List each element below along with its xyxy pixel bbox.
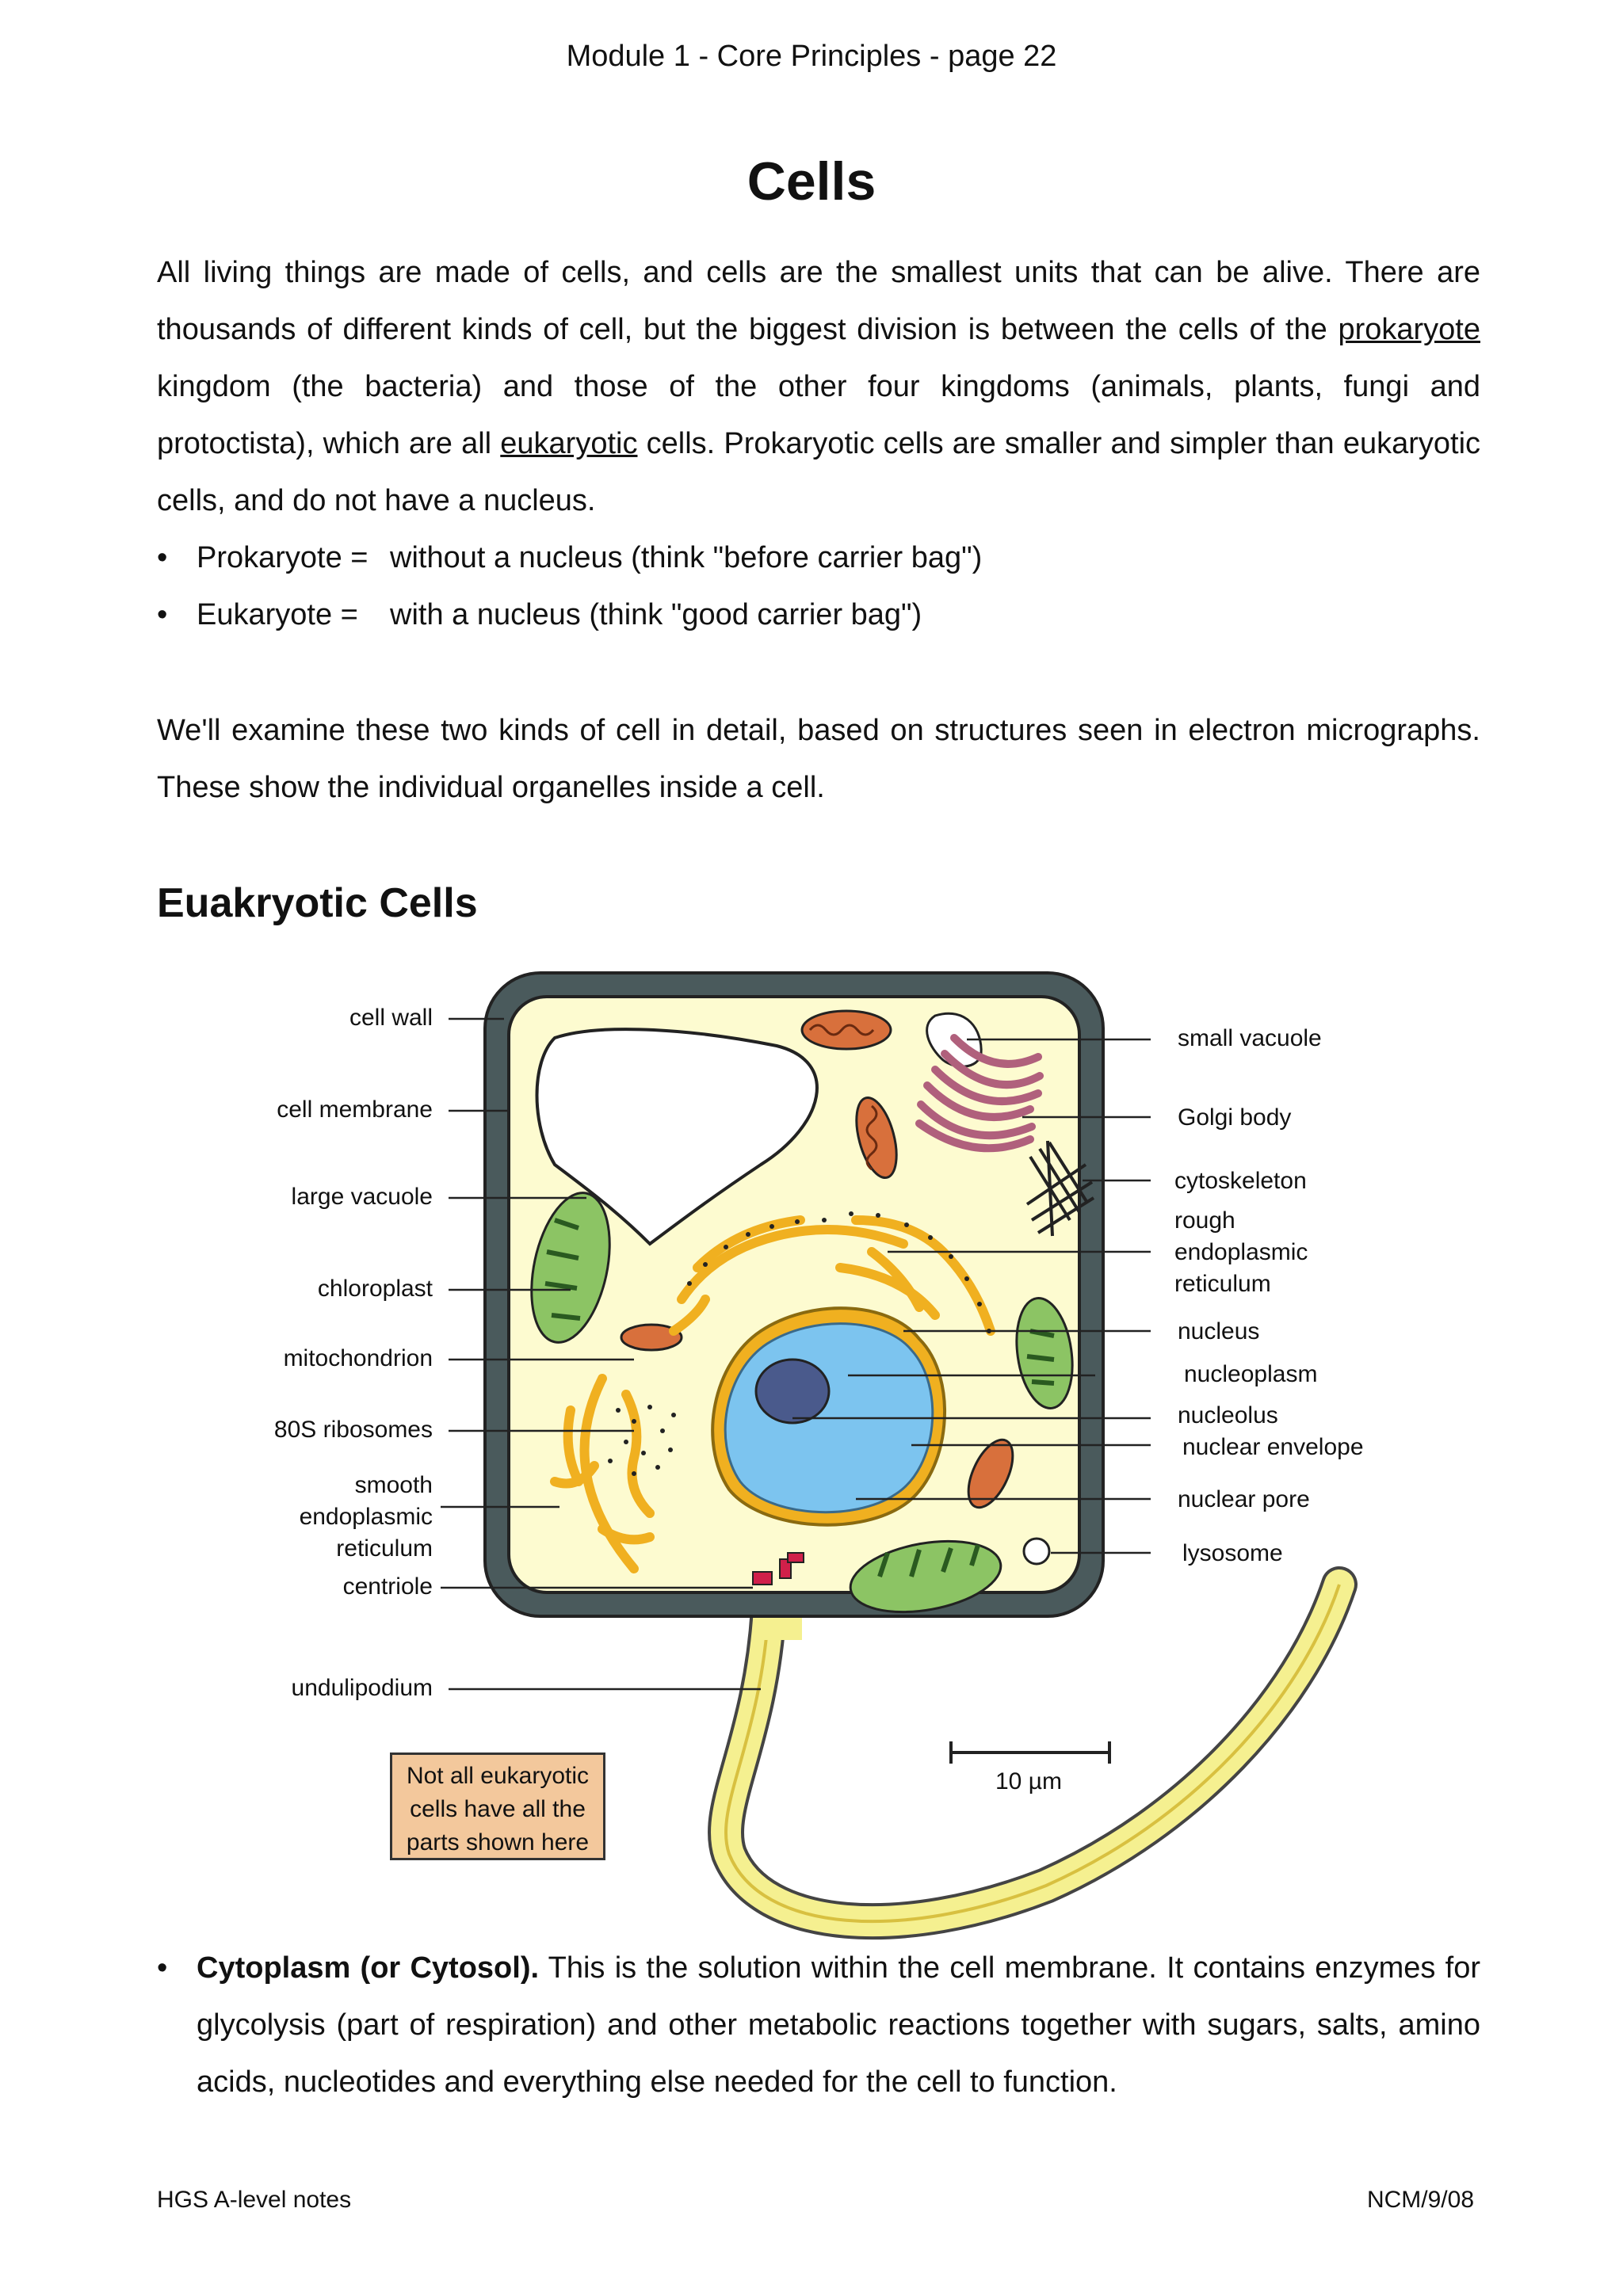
rough-er-ribosome-dots — [687, 1211, 991, 1333]
large-vacuole-shape — [535, 1028, 819, 1246]
label-chloroplast: chloroplast — [317, 1276, 433, 1302]
bullet-dot: • — [157, 598, 168, 631]
electron-micrograph-paragraph: We'll examine these two kinds of cell in… — [157, 714, 1480, 804]
bullet-text: without a nucleus (think "before carrier… — [390, 541, 983, 574]
cytoskeleton-shape — [1025, 1140, 1095, 1237]
label-nucleolus: nucleolus — [1178, 1402, 1278, 1428]
label-endoplasmic-r: endoplasmic — [1174, 1239, 1308, 1265]
smooth-er-shape — [550, 1374, 655, 1573]
cytoplasm-term: Cytoplasm (or Cytosol). — [197, 1951, 540, 1985]
label-smooth: smooth — [354, 1472, 433, 1498]
note-line: Not all eukaryotic — [406, 1763, 590, 1789]
cytoplasm-bullet: • Cytoplasm (or Cytosol). This is the so… — [157, 1939, 1480, 2111]
note-line: cells have all the — [410, 1796, 586, 1822]
footer-left: HGS A-level notes — [157, 2187, 352, 2213]
undulipodium-shape — [708, 1566, 1358, 1940]
label-golgi-body: Golgi body — [1178, 1104, 1292, 1131]
label-large-vacuole: large vacuole — [291, 1184, 433, 1210]
section-heading: Euakryotic Cells — [157, 880, 478, 926]
right-leader-lines — [792, 1038, 1151, 1554]
label-cytoskeleton: cytoskeleton — [1174, 1168, 1307, 1194]
label-lysosome: lysosome — [1182, 1540, 1283, 1566]
bullet-eukaryote: • Eukaryote = with a nucleus (think "good … — [157, 586, 922, 643]
page-title: Cells — [747, 151, 876, 212]
chloroplast-shapes — [530, 1192, 1074, 1614]
prokaryote-term: prokaryote — [1338, 313, 1480, 346]
bullet-text: with a nucleus (think "good carrier bag"… — [390, 598, 922, 631]
intro-text-1: All living things are made of cells, and… — [157, 256, 1480, 346]
bullet-prokaryote: • Prokaryote = without a nucleus (think "b… — [157, 529, 982, 586]
label-endoplasmic: endoplasmic — [299, 1504, 433, 1530]
footer-right: NCM/9/08 — [1366, 2187, 1474, 2213]
intro-paragraph: All living things are made of cells, and… — [157, 244, 1480, 529]
note-line: parts shown here — [406, 1829, 590, 1855]
golgi-body-shape — [915, 1034, 1044, 1153]
label-cell-membrane: cell membrane — [277, 1097, 433, 1123]
label-small-vacuole: small vacuole — [1178, 1025, 1322, 1051]
eukaryotic-term: eukaryotic — [500, 427, 638, 460]
bullet-dot: • — [157, 541, 168, 574]
cytoplasm-text: Cytoplasm (or Cytosol). This is the solu… — [157, 1939, 1480, 2111]
note-box: Not all eukaryotic cells have all the pa… — [390, 1753, 605, 1860]
label-nuclear-pore: nuclear pore — [1178, 1486, 1310, 1512]
scale-bar-label: 10 µm — [995, 1768, 1062, 1794]
label-reticulum: reticulum — [336, 1535, 433, 1562]
label-nucleus: nucleus — [1178, 1318, 1260, 1344]
label-mitochondrion: mitochondrion — [283, 1345, 433, 1371]
mitochondrion-shapes — [620, 1009, 1014, 1509]
cytoplasm-description: This is the solution within the cell mem… — [197, 1951, 1480, 2099]
label-nucleoplasm: nucleoplasm — [1184, 1361, 1318, 1387]
ribosome-dots — [608, 1405, 676, 1476]
page-header: Module 1 - Core Principles - page 22 — [566, 40, 1057, 73]
nucleus-shape — [711, 1306, 946, 1527]
bullet-term: Eukaryote = — [197, 598, 358, 631]
label-rough: rough — [1174, 1207, 1235, 1234]
lysosome-shape — [1022, 1537, 1051, 1566]
label-80s-ribosomes: 80S ribosomes — [273, 1417, 433, 1443]
label-nuclear-envelope: nuclear envelope — [1182, 1434, 1364, 1460]
bullet-dot: • — [157, 1951, 168, 1985]
label-reticulum-r: reticulum — [1174, 1271, 1271, 1297]
label-undulipodium: undulipodium — [291, 1675, 433, 1701]
centriole-shape — [752, 1552, 804, 1585]
scale-bar — [949, 1741, 1111, 1764]
label-cell-wall: cell wall — [349, 1005, 433, 1031]
intro-text-3: cells. Prokaryotic cells are smaller and… — [157, 427, 1481, 517]
intro-text-2: kingdom (the bacteria) and those of the … — [157, 370, 1480, 460]
bullet-term: Prokaryote = — [197, 541, 369, 574]
nucleolus-shape — [754, 1358, 831, 1425]
label-centriole: centriole — [342, 1573, 433, 1600]
left-leader-lines — [441, 1017, 761, 1691]
